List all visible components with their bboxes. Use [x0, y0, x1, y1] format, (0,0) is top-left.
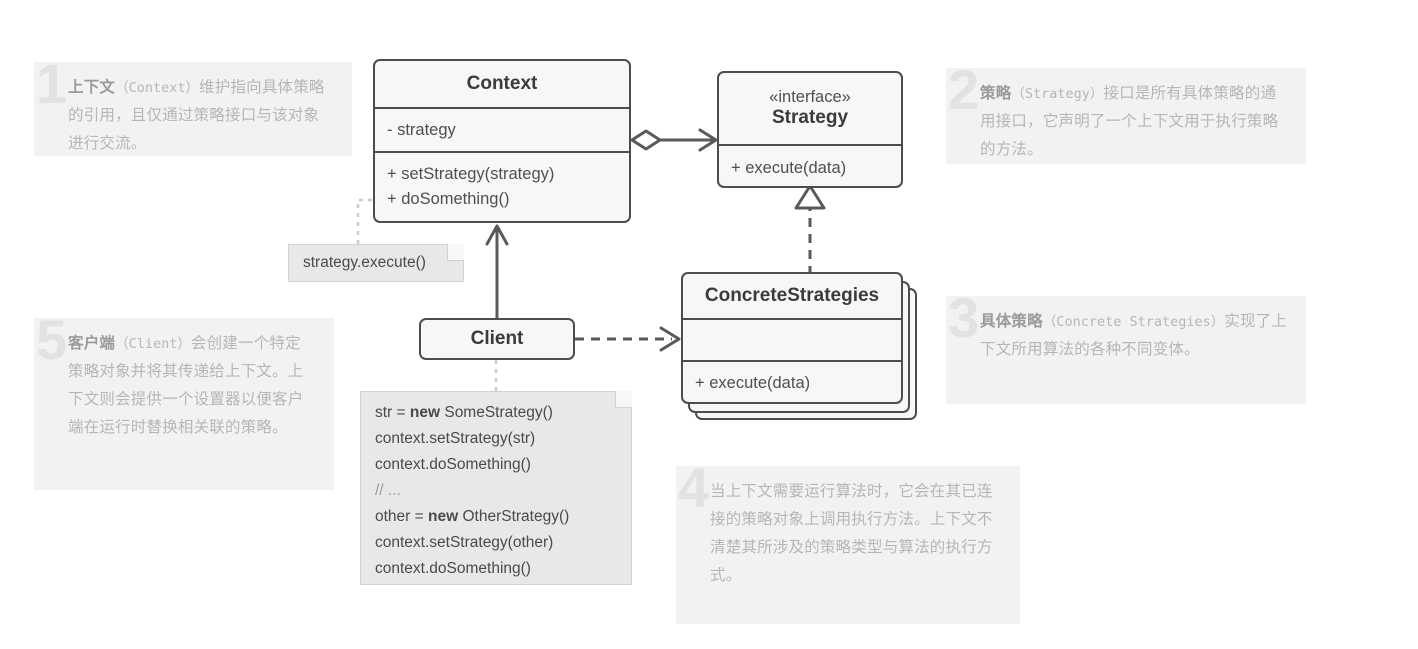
annotation-number-3: 3 — [948, 286, 979, 349]
class-title-context: Context — [375, 61, 629, 107]
code-line-7: context.doSomething() — [375, 560, 531, 577]
annotation-text-1: 上下文（Context）维护指向具体策略的引用，且仅通过策略接口与该对象进行交流… — [68, 74, 334, 158]
relation-aggregation-context-strategy — [630, 128, 718, 152]
class-method-dosomething: + doSomething() — [387, 190, 510, 208]
class-method-execute-strategy: + execute(data) — [731, 158, 847, 177]
class-stereotype-strategy: «interface» — [769, 88, 851, 107]
class-fields-context: - strategy — [375, 107, 629, 151]
note-fold-corner-icon — [447, 244, 464, 261]
class-box-context[interactable]: Context - strategy + setStrategy(strateg… — [373, 59, 631, 223]
code-line-6: context.setStrategy(other) — [375, 534, 554, 551]
class-box-concrete-strategies[interactable]: ConcreteStrategies + execute(data) — [681, 272, 903, 404]
annotation-block-4: 4 当上下文需要运行算法时，它会在其已连接的策略对象上调用执行方法。上下文不清楚… — [676, 460, 1020, 624]
class-title-concrete-strategies: ConcreteStrategies — [683, 274, 901, 318]
class-methods-concrete-strategies: + execute(data) — [683, 360, 901, 402]
class-name-client: Client — [470, 328, 524, 350]
class-name-context: Context — [466, 73, 538, 95]
class-methods-strategy: + execute(data) — [719, 144, 901, 186]
annotation-en-3: （Concrete Strategies） — [1042, 314, 1225, 330]
code-line-4: // ... — [375, 482, 401, 499]
code-line-1-kw: new — [409, 404, 441, 421]
code-line-2: context.setStrategy(str) — [375, 430, 536, 447]
relation-dependency-client-concrete — [575, 326, 681, 352]
note-leader-strategy-execute — [356, 198, 372, 244]
relation-realization-concrete-strategy — [794, 184, 826, 275]
annotation-text-4: 当上下文需要运行算法时，它会在其已连接的策略对象上调用执行方法。上下文不清楚其所… — [710, 478, 1002, 590]
annotation-body-2: 接口是所有具体策略的通用接口，它声明了一个上下文用于执行策略的方法。 — [980, 85, 1279, 158]
code-line-1-tail: SomeStrategy() — [440, 404, 553, 421]
relation-association-client-context — [485, 224, 509, 318]
annotation-text-5: 客户端（Client）会创建一个特定策略对象并将其传递给上下文。上下文则会提供一… — [68, 330, 316, 442]
class-field-strategy: - strategy — [387, 120, 456, 139]
class-fields-concrete-strategies — [683, 318, 901, 360]
class-title-strategy: «interface» Strategy — [719, 73, 901, 144]
code-line-5-head: other = — [375, 508, 428, 525]
note-client-code: str = new SomeStrategy() context.setStra… — [360, 391, 632, 585]
code-line-3: context.doSomething() — [375, 456, 531, 473]
annotation-lead-3: 具体策略 — [980, 313, 1043, 330]
class-method-setstrategy: + setStrategy(strategy) — [387, 165, 555, 183]
code-line-5: other = new OtherStrategy() — [375, 504, 617, 530]
class-name-concrete-strategies: ConcreteStrategies — [704, 285, 880, 307]
annotation-body-1: 维护指向具体策略的引用，且仅通过策略接口与该对象进行交流。 — [68, 79, 325, 152]
class-methods-context: + setStrategy(strategy) + doSomething() — [375, 151, 629, 221]
code-line-1: str = new SomeStrategy() — [375, 400, 617, 426]
annotation-lead-1: 上下文 — [68, 79, 116, 96]
note-strategy-execute: strategy.execute() — [288, 244, 464, 282]
annotation-block-5: 5 客户端（Client）会创建一个特定策略对象并将其传递给上下文。上下文则会提… — [34, 312, 334, 490]
class-method-execute-concrete: + execute(data) — [695, 373, 811, 392]
class-box-client[interactable]: Client — [419, 318, 575, 360]
note-strategy-execute-text: strategy.execute() — [303, 254, 426, 271]
annotation-number-4: 4 — [678, 456, 709, 519]
class-name-strategy: Strategy — [771, 107, 849, 129]
annotation-body-4: 当上下文需要运行算法时，它会在其已连接的策略对象上调用执行方法。上下文不清楚其所… — [710, 483, 993, 584]
annotation-en-1: （Context） — [115, 80, 200, 96]
annotation-lead-5: 客户端 — [68, 335, 116, 352]
annotation-en-5: （Client） — [115, 336, 191, 352]
code-line-5-kw: new — [428, 508, 459, 525]
annotation-block-1: 1 上下文（Context）维护指向具体策略的引用，且仅通过策略接口与该对象进行… — [34, 56, 352, 158]
annotation-en-2: （Strategy） — [1011, 86, 1104, 102]
code-line-5-tail: OtherStrategy() — [458, 508, 570, 525]
class-title-client: Client — [421, 320, 573, 358]
annotation-text-3: 具体策略（Concrete Strategies）实现了上下文所用算法的各种不同… — [980, 308, 1288, 364]
annotation-lead-2: 策略 — [980, 85, 1012, 102]
annotation-block-3: 3 具体策略（Concrete Strategies）实现了上下文所用算法的各种… — [946, 290, 1306, 404]
annotation-number-5: 5 — [36, 308, 67, 371]
code-line-1-head: str = — [375, 404, 410, 421]
note-fold-corner-icon-2 — [615, 391, 632, 408]
annotation-text-2: 策略（Strategy）接口是所有具体策略的通用接口，它声明了一个上下文用于执行… — [980, 80, 1288, 164]
annotation-number-1: 1 — [36, 52, 67, 115]
annotation-body-5: 会创建一个特定策略对象并将其传递给上下文。上下文则会提供一个设置器以便客户端在运… — [68, 335, 304, 436]
annotation-block-2: 2 策略（Strategy）接口是所有具体策略的通用接口，它声明了一个上下文用于… — [946, 62, 1306, 164]
class-box-strategy[interactable]: «interface» Strategy + execute(data) — [717, 71, 903, 188]
annotation-number-2: 2 — [948, 58, 979, 121]
annotation-body-3: 实现了上下文所用算法的各种不同变体。 — [980, 313, 1288, 358]
